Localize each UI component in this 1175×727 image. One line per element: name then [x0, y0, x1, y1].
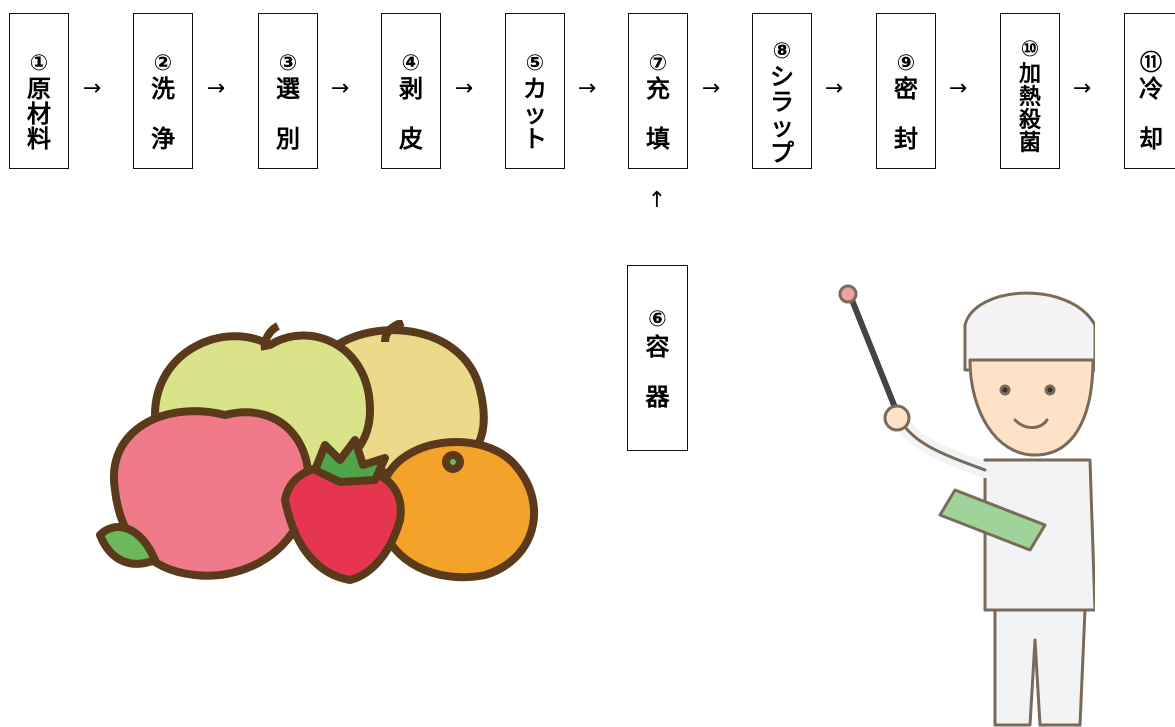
arrow-10-11: →	[1072, 76, 1092, 101]
trousers	[993, 608, 1087, 727]
step-10-number: ⑩	[1020, 37, 1040, 62]
step-1-number: ①	[29, 51, 49, 76]
step-9-label: 密 封	[894, 75, 918, 154]
step-4-number: ④	[401, 51, 421, 76]
step-11-label: 冷 却	[1139, 75, 1163, 154]
step-2-box: ② 洗 浄	[133, 13, 193, 169]
step-8-box: ⑧ シ ラ ッ プ	[752, 13, 812, 169]
hygiene-cap	[963, 291, 1095, 372]
step-5-label: カ ッ ト	[523, 75, 547, 154]
step-5-box: ⑤ カ ッ ト	[505, 13, 565, 169]
arrow-2-3: →	[206, 76, 226, 101]
step-11-number: ⑪	[1139, 51, 1162, 76]
step-7-box: ⑦ 充 填	[628, 13, 688, 169]
arrow-9-10: →	[948, 76, 968, 101]
step-2-label: 洗 浄	[151, 75, 175, 154]
step-6-number: ⑥	[648, 307, 667, 332]
arrow-4-5: →	[454, 76, 474, 101]
clipboard-icon	[938, 488, 1047, 552]
step-3-label: 選 別	[276, 75, 300, 154]
step-3-box: ③ 選 別	[258, 13, 318, 169]
arrow-up-6-7: ↑	[647, 188, 667, 213]
step-5-number: ⑤	[525, 51, 545, 76]
step-11-box: ⑪ 冷 却	[1124, 13, 1175, 169]
fruit-illustration	[96, 320, 539, 584]
step-4-label: 剥 皮	[399, 75, 423, 154]
step-3-number: ③	[278, 51, 298, 76]
pointer-stick	[847, 292, 903, 423]
step-1-box: ① 原 材 料	[9, 13, 69, 169]
step-6-box: ⑥ 容 器	[627, 265, 688, 451]
arrow-7-8: →	[701, 76, 721, 101]
arrow-8-9: →	[824, 76, 844, 101]
step-1-label: 原 材 料	[27, 75, 51, 154]
arrow-1-2: →	[82, 76, 102, 101]
step-7-label: 充 填	[646, 75, 670, 154]
step-6-label: 容 器	[645, 333, 670, 412]
step-2-number: ②	[153, 51, 173, 76]
arrow-5-7: →	[577, 76, 597, 101]
step-9-box: ⑨ 密 封	[876, 13, 936, 169]
worker-illustration	[838, 284, 1095, 727]
step-10-label: 加 熱 殺 菌	[1018, 62, 1041, 157]
step-8-label: シ ラ ッ プ	[770, 63, 794, 167]
step-8-number: ⑧	[772, 39, 792, 64]
step-10-box: ⑩ 加 熱 殺 菌	[1000, 13, 1060, 169]
step-7-number: ⑦	[648, 51, 668, 76]
step-4-box: ④ 剥 皮	[381, 13, 441, 169]
step-9-number: ⑨	[896, 51, 916, 76]
arrow-3-4: →	[330, 76, 350, 101]
face	[968, 358, 1095, 457]
